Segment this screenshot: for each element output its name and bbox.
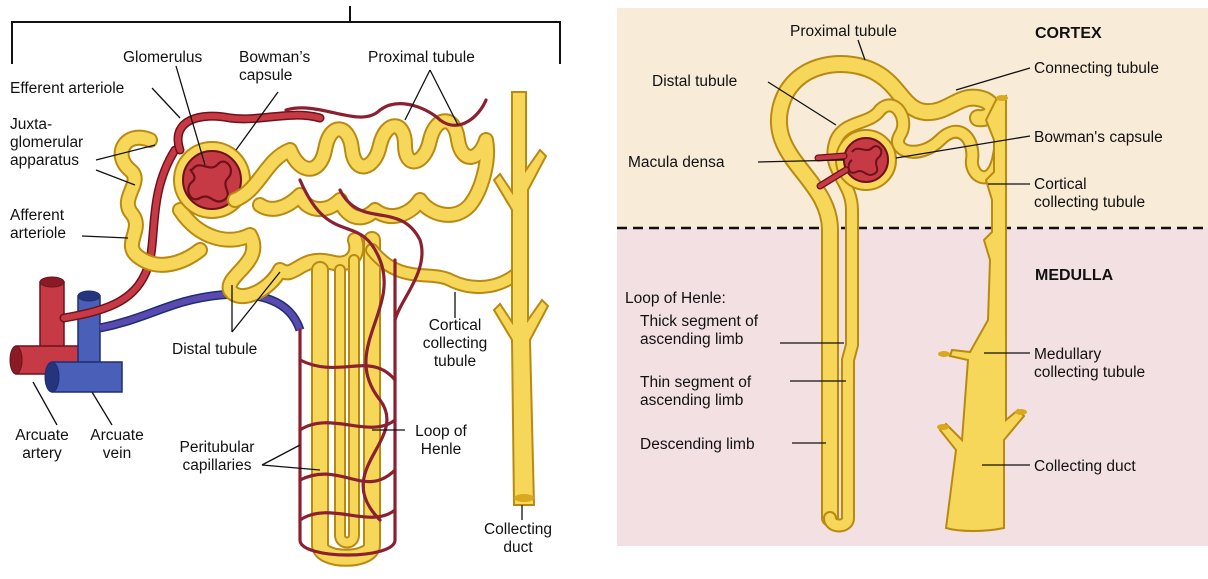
- label-distal-tubule-right: Distal tubule: [652, 73, 737, 90]
- label-collecting-duct-right: Collecting duct: [1034, 458, 1136, 475]
- label-bowmans-capsule-right: Bowman's capsule: [1034, 129, 1163, 146]
- label-medulla: MEDULLA: [1035, 267, 1114, 284]
- label-distal-tubule: Distal tubule: [172, 341, 257, 358]
- label-cortex: CORTEX: [1035, 25, 1102, 42]
- label-proximal-tubule: Proximal tubule: [368, 49, 475, 66]
- loop-of-henle-left: [320, 240, 372, 558]
- label-descending-limb: Descending limb: [640, 436, 755, 453]
- arcuate-artery-vessel: [10, 277, 80, 374]
- proximal-tubule-left: [235, 121, 487, 217]
- label-efferent-arteriole: Efferent arteriole: [10, 80, 124, 97]
- right-panel: CORTEX MEDULLA Proximal tubule Distal tu…: [617, 8, 1208, 546]
- label-macula-densa: Macula densa: [628, 154, 725, 171]
- label-glomerulus: Glomerulus: [123, 49, 202, 66]
- collecting-duct-left: [494, 92, 548, 505]
- label-loop-of-henle-right: Loop of Henle:: [625, 290, 726, 307]
- label-proximal-tubule-right: Proximal tubule: [790, 23, 897, 40]
- label-connecting-tubule: Connecting tubule: [1034, 60, 1159, 77]
